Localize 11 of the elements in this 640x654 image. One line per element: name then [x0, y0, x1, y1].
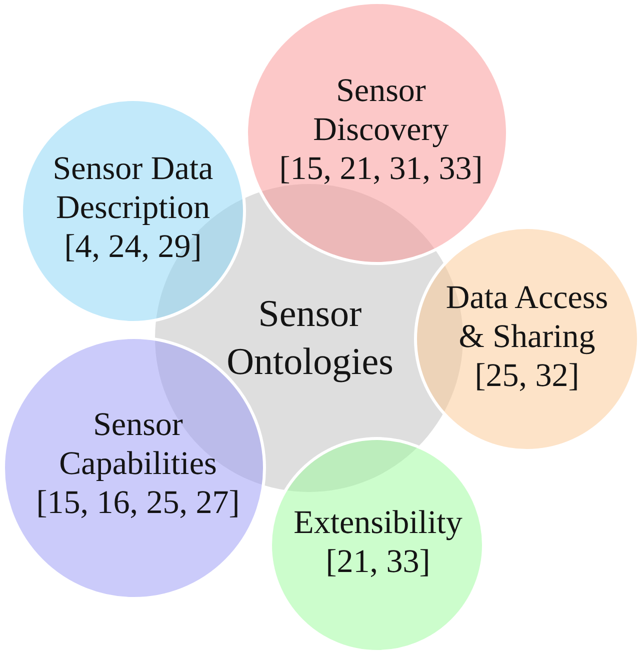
topic-title: Sensor Capabilities	[58, 406, 218, 484]
topic-title: Sensor Discovery	[312, 72, 450, 150]
citation-list: [15, 21, 31, 33]	[279, 150, 483, 188]
citation-list: [4, 24, 29]	[64, 228, 202, 266]
citation-list: [25, 32]	[474, 356, 580, 396]
citation-list: [15, 16, 25, 27]	[36, 484, 240, 522]
topic-title: Extensibility	[294, 504, 462, 542]
topic-title: Data Access & Sharing	[444, 278, 610, 356]
central-title: Sensor Ontologies	[226, 292, 394, 385]
citation-list: [21, 33]	[326, 542, 430, 582]
topic-title: Sensor Data Description	[52, 150, 214, 228]
